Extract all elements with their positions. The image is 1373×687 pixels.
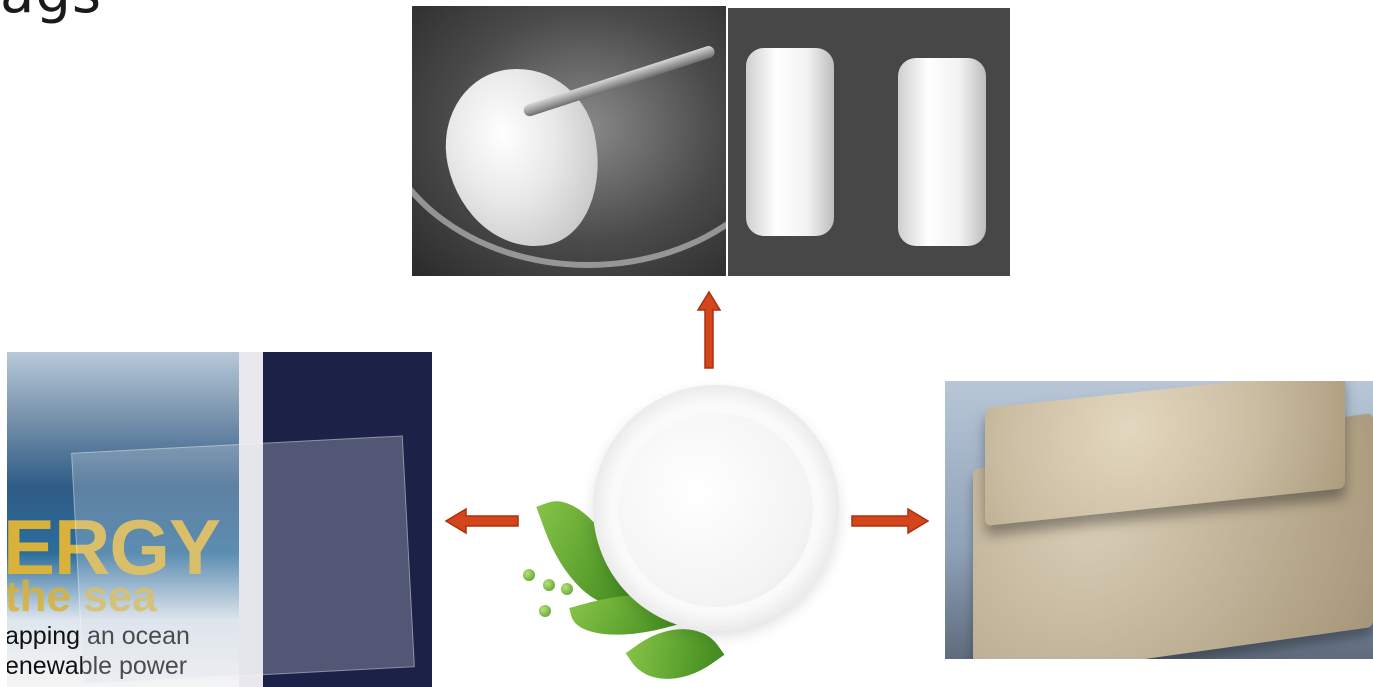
- arrow-right-icon: [850, 507, 930, 535]
- cylinder-samples-image: [728, 8, 1010, 276]
- pea: [543, 579, 555, 591]
- slide-title: ags: [0, 0, 102, 22]
- arrow-up-icon: [696, 290, 722, 370]
- pea: [523, 569, 535, 581]
- cylinder-sample-right: [898, 58, 986, 246]
- pea: [539, 605, 551, 617]
- arrow-left-icon: [444, 507, 520, 535]
- porous-foam-blocks-image: [945, 381, 1373, 659]
- gel-on-tweezers-image: [412, 6, 726, 276]
- transparent-film-image: ERGY the sea apping an ocean enewable po…: [7, 352, 432, 687]
- cylinder-sample-left: [746, 48, 834, 236]
- plastic-film: [71, 435, 415, 684]
- pea: [561, 583, 573, 595]
- protein-powder-bowl-image: [515, 383, 867, 687]
- powder: [619, 413, 813, 607]
